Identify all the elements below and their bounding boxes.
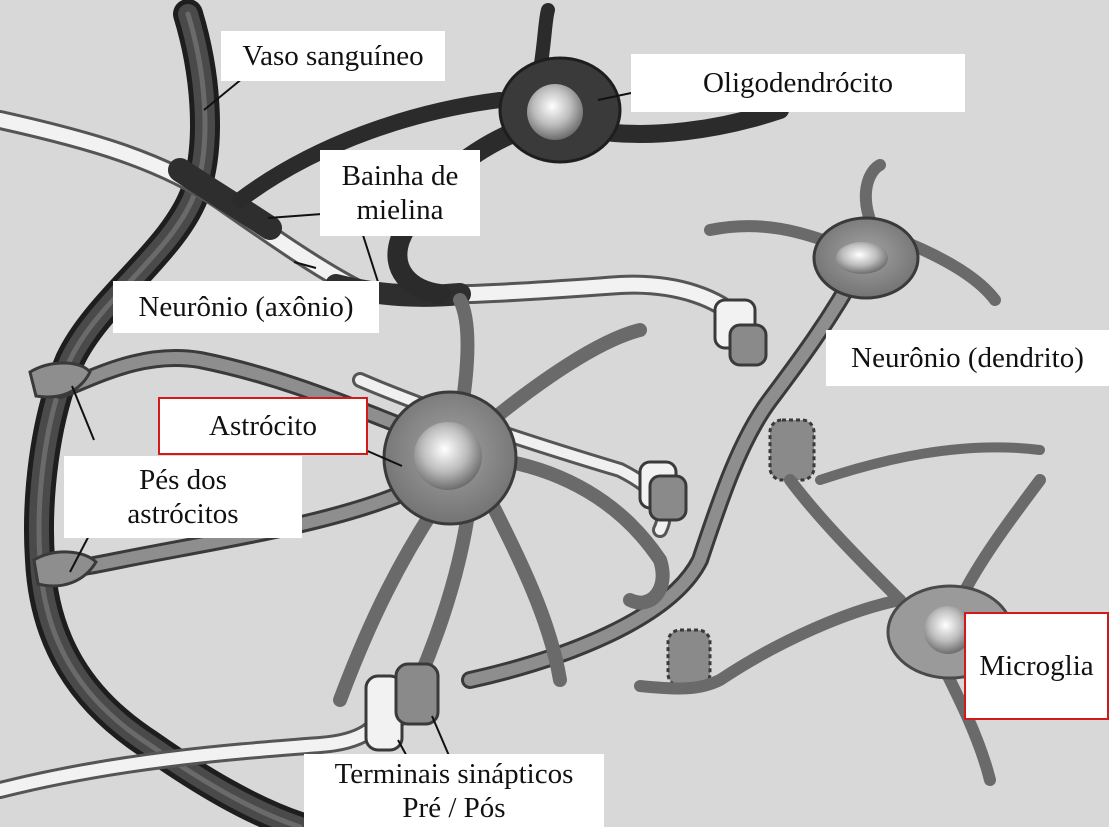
- label-oligodendrocyte: Oligodendrócito: [631, 54, 965, 112]
- label-astrocyte: Astrócito: [158, 397, 368, 455]
- label-synaptic-terminals-line1: Terminais sinápticos: [335, 757, 574, 791]
- label-neuron-axon: Neurônio (axônio): [113, 281, 379, 333]
- label-synaptic-terminals-line2: Pré / Pós: [402, 791, 505, 825]
- label-myelin-sheath-line2: mielina: [357, 193, 444, 227]
- label-blood-vessel: Vaso sanguíneo: [221, 31, 445, 81]
- label-myelin-sheath-line1: Bainha de: [342, 159, 459, 193]
- label-astrocyte-feet-line1: Pés dos: [139, 463, 227, 497]
- label-microglia: Microglia: [964, 612, 1109, 720]
- label-synaptic-terminals: Terminais sinápticos Pré / Pós: [304, 754, 604, 827]
- label-myelin-sheath: Bainha de mielina: [320, 150, 480, 236]
- label-astrocyte-feet: Pés dos astrócitos: [64, 456, 302, 538]
- label-astrocyte-feet-line2: astrócitos: [127, 497, 238, 531]
- label-neuron-dendrite: Neurônio (dendrito): [826, 330, 1109, 386]
